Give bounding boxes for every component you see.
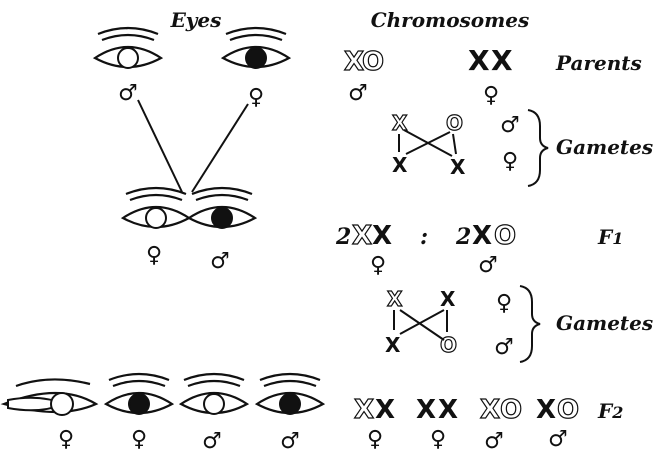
- gamete1-chrom-x-solid-left: X: [392, 153, 408, 177]
- parent-male-light-eye: [95, 28, 161, 68]
- f1-count-right: 2: [455, 224, 471, 250]
- f1-colon: :: [420, 224, 428, 250]
- parent-chrom-male-symbol: ♂: [348, 81, 368, 106]
- f2-label-sub: 2: [611, 403, 623, 422]
- cross-line-right: [192, 104, 248, 192]
- parent-female-dark-eye: [223, 28, 289, 68]
- gamete2-female-symbol: ♀: [496, 291, 512, 316]
- gamete1-chrom-x-solid-right: X: [450, 155, 466, 179]
- f1-female-light-eye: [123, 188, 189, 228]
- gamete2-chrom-x-hollow: X: [387, 287, 403, 311]
- gamete1-male-symbol: ♂: [500, 113, 520, 138]
- parent-chrom-female-symbol: ♀: [483, 83, 499, 108]
- f2-g4-chrom-o-hollow: O: [557, 395, 579, 425]
- f1-chrom-x-hollow: X: [352, 221, 372, 251]
- parent-female-chrom-x2: X: [491, 44, 513, 77]
- f2-female-symbol-1: ♀: [58, 427, 74, 451]
- parents-label: Parents: [555, 51, 642, 75]
- f1-chrom-female-symbol: ♀: [370, 253, 386, 278]
- parent-female-symbol: ♀: [248, 85, 264, 110]
- f2-male-symbol-2: ♂: [280, 429, 300, 451]
- f2-g4-chrom-x-solid: X: [536, 395, 556, 425]
- f2-male-light-eye: [181, 374, 247, 414]
- f2-chrom-female-symbol-1: ♀: [367, 427, 383, 451]
- parent-male-chrom-o: O: [362, 47, 384, 77]
- f2-g3-chrom-x-hollow: X: [480, 395, 500, 425]
- f2-chrom-female-symbol-2: ♀: [430, 427, 446, 451]
- f1-male-dark-eye: [189, 188, 255, 228]
- f2-female-symbol-2: ♀: [131, 427, 147, 451]
- f2-female-dark-eye: [106, 374, 172, 414]
- gamete2-chrom-x-solid-bottom: X: [385, 333, 401, 357]
- gamete1-line-right: [453, 134, 456, 154]
- f1-chrom-x-solid-2: X: [472, 221, 492, 251]
- f2-g2-chrom-x2: X: [438, 395, 458, 425]
- gamete2-brace: [520, 286, 540, 362]
- f2-chrom-male-symbol-1: ♂: [484, 429, 504, 451]
- gamete2-chrom-x-solid-top: X: [440, 287, 456, 311]
- f1-chrom-o-hollow: O: [494, 221, 516, 251]
- eyes-header: Eyes: [170, 8, 222, 32]
- f1-label-sub: 1: [612, 229, 623, 248]
- f2-g2-chrom-x1: X: [416, 395, 436, 425]
- gamete1-chrom-o-hollow: O: [446, 111, 463, 135]
- f2-male-dark-eye: [257, 374, 323, 414]
- f2-male-symbol-1: ♂: [202, 429, 222, 451]
- gamete2-male-symbol: ♂: [494, 335, 514, 360]
- cross-line-left: [138, 100, 182, 192]
- f2-label: F2: [597, 399, 623, 423]
- gametes-label-1: Gametes: [556, 135, 653, 159]
- gamete1-brace: [528, 110, 548, 186]
- gamete2-chrom-o-hollow: O: [440, 333, 457, 357]
- f2-g1-chrom-x-hollow: X: [354, 395, 374, 425]
- gamete1-female-symbol: ♀: [502, 149, 518, 174]
- parent-male-symbol: ♂: [118, 81, 138, 106]
- gametes-label-2: Gametes: [556, 311, 653, 335]
- f1-male-symbol: ♂: [210, 249, 230, 274]
- f2-g1-chrom-x-solid: X: [375, 395, 395, 425]
- f1-female-symbol: ♀: [146, 243, 162, 268]
- f1-chrom-male-symbol: ♂: [478, 253, 498, 278]
- f1-label: F1: [597, 225, 623, 249]
- chromosomes-header: Chromosomes: [371, 8, 530, 32]
- f1-chrom-x-solid: X: [372, 221, 392, 251]
- f2-female-light-eye-bar: [4, 379, 96, 415]
- parent-female-chrom-x1: X: [468, 44, 490, 77]
- f2-chrom-male-symbol-2: ♂: [548, 427, 568, 451]
- f1-count-left: 2: [335, 224, 351, 250]
- f2-g3-chrom-o-hollow: O: [500, 395, 522, 425]
